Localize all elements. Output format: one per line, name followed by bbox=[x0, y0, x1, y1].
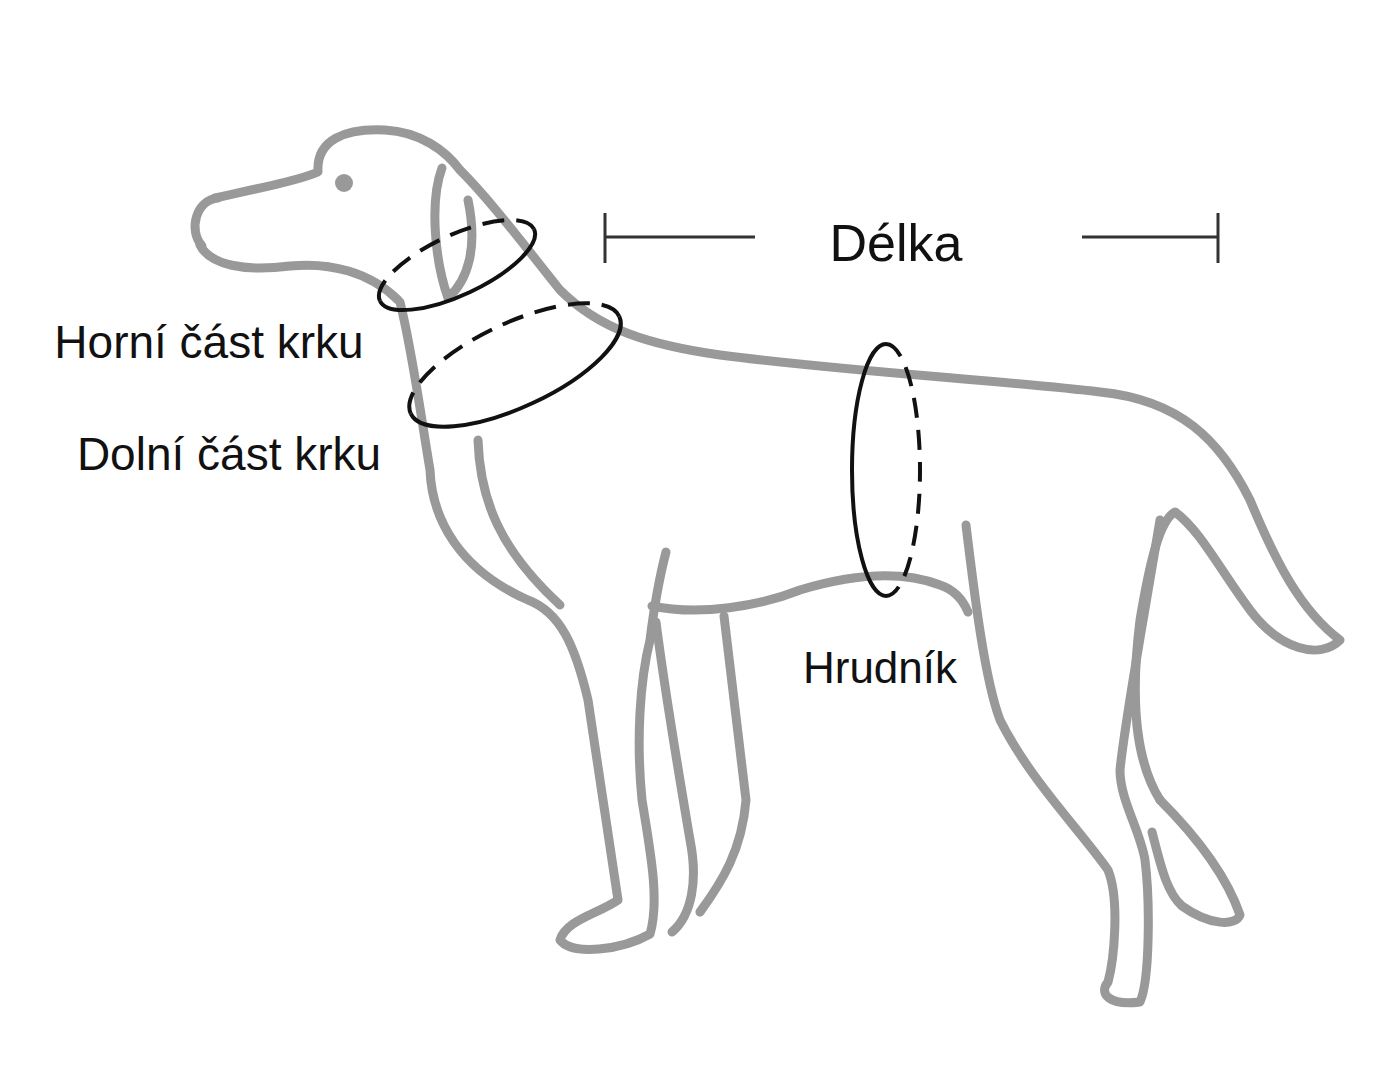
upper-neck-ring bbox=[367, 202, 546, 328]
dog-eye bbox=[335, 174, 353, 192]
chest-ring bbox=[852, 344, 920, 596]
dog-outline bbox=[195, 130, 1340, 1003]
length-label: Délka bbox=[828, 214, 965, 274]
lower-neck-ring bbox=[393, 278, 637, 451]
lower-neck-label: Dolní část krku bbox=[75, 428, 383, 481]
chest-label: Hrudník bbox=[801, 643, 959, 694]
upper-neck-label: Horní část krku bbox=[52, 316, 365, 369]
